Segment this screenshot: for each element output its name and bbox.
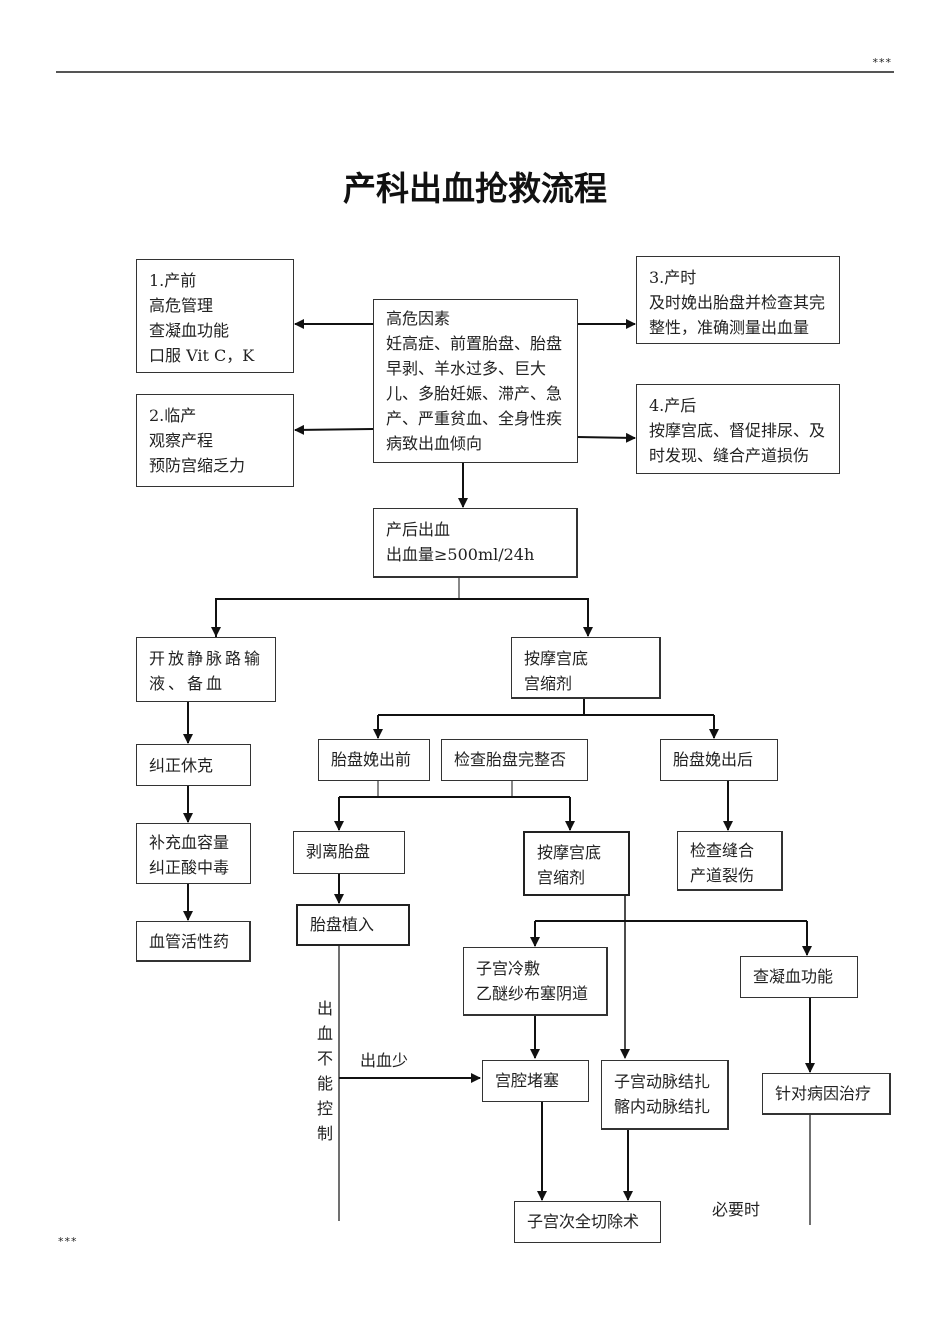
arrow-risk-to-labor	[294, 424, 374, 435]
footer-mark: ***	[58, 1235, 78, 1248]
label-uncontrolled-bleeding: 出血不能控制	[317, 999, 334, 1143]
node-iv-access: 开放静脉路输液、备血	[136, 637, 276, 702]
node-vasoactive: 血管活性药	[136, 921, 251, 962]
node-hysterectomy: 子宫次全切除术	[514, 1201, 661, 1243]
arrow-risk-to-postpartum	[576, 432, 636, 443]
node-pph: 产后出血 出血量≥500ml/24h	[373, 508, 578, 578]
node-labor: 2.临产 观察产程 预防宫缩乏力	[136, 394, 294, 487]
node-ligation: 子宫动脉结扎 髂内动脉结扎	[601, 1060, 729, 1130]
node-check-placenta: 检查胎盘完整否	[441, 739, 588, 781]
node-manual-removal: 剥离胎盘	[293, 831, 405, 874]
header-divider	[56, 71, 894, 73]
node-check-suture: 检查缝合 产道裂伤	[677, 831, 783, 891]
node-treat-cause: 针对病因治疗	[762, 1073, 891, 1115]
node-delivery: 3.产时 及时娩出胎盘并检查其完整性，准确测量出血量	[636, 256, 840, 344]
node-cold-pack: 子宫冷敷 乙醚纱布塞阴道	[463, 947, 608, 1016]
node-volume: 补充血容量 纠正酸中毒	[136, 823, 251, 884]
node-before-placenta: 胎盘娩出前	[318, 739, 430, 781]
node-massage-mid: 按摩宫底 宫缩剂	[523, 831, 630, 896]
node-massage-top: 按摩宫底 宫缩剂	[511, 637, 661, 699]
node-postpartum: 4.产后 按摩宫底、督促排尿、及时发现、缝合产道损伤	[636, 384, 840, 474]
page-title: 产科出血抢救流程	[343, 169, 607, 208]
header-mark: ***	[872, 56, 892, 69]
node-risk-factors: 高危因素 妊高症、前置胎盘、胎盘早剥、羊水过多、巨大儿、多胎妊娠、滞产、急产、严…	[373, 299, 578, 463]
node-packing: 宫腔堵塞	[482, 1060, 589, 1102]
node-correct-shock: 纠正休克	[136, 744, 251, 786]
node-coagulation: 查凝血功能	[740, 956, 858, 998]
label-less-bleeding: 出血少	[360, 1051, 409, 1070]
node-after-placenta: 胎盘娩出后	[660, 739, 778, 781]
pph-branch	[215, 598, 593, 638]
node-antepartum: 1.产前 高危管理 查凝血功能 口服 Vit C，K	[136, 259, 294, 373]
node-accreta: 胎盘植入	[296, 904, 410, 946]
label-when-necessary: 必要时	[712, 1200, 761, 1219]
